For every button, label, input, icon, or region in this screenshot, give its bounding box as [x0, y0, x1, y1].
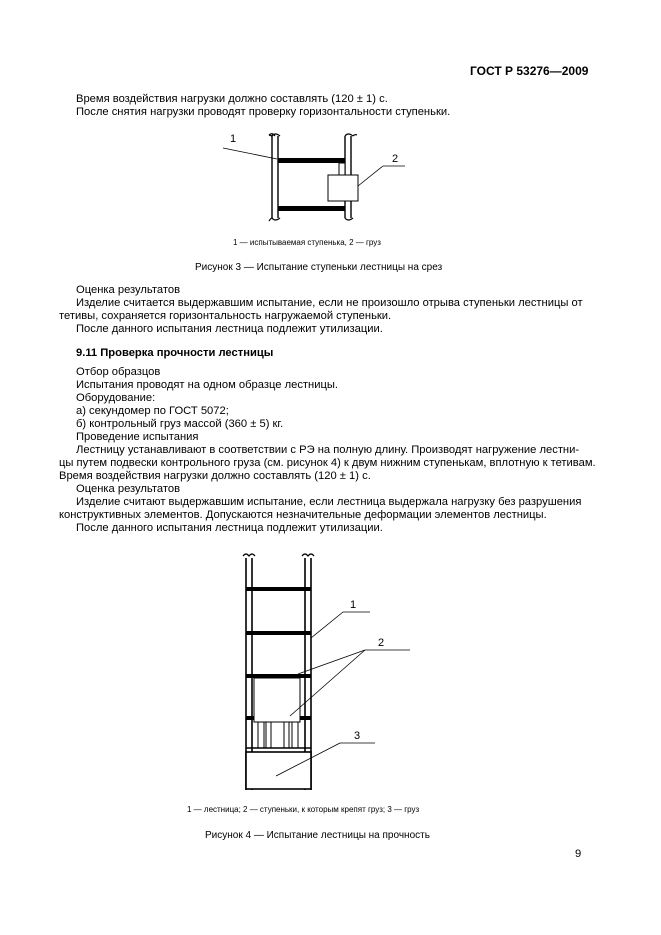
- callout-3: 3: [354, 730, 360, 742]
- page-number: 9: [575, 848, 582, 860]
- text-line: б) контрольный груз массой (360 ± 5) кг.: [76, 418, 284, 430]
- text-line: тетивы, сохраняется горизонтальность наг…: [59, 310, 392, 322]
- text-line: цы путем подвески контрольного груза (см…: [59, 457, 596, 469]
- text-line: Время воздействия нагрузки должно состав…: [76, 93, 388, 105]
- text-line: конструктивных элементов. Допускаются не…: [59, 509, 547, 521]
- text-line: После снятия нагрузки проводят проверку …: [76, 106, 451, 118]
- callout-1: 1: [350, 599, 356, 611]
- callout-2: 2: [378, 637, 384, 649]
- text-line: После данного испытания лестница подлежи…: [76, 323, 383, 335]
- section-heading: 9.11 Проверка прочности лестницы: [76, 347, 274, 359]
- text-line: Оценка результатов: [76, 483, 181, 495]
- callout-1: 1: [230, 133, 236, 145]
- text-line: Проведение испытания: [76, 431, 199, 443]
- text-line: Испытания проводят на одном образце лест…: [76, 379, 339, 391]
- text-line: Изделие считают выдержавшим испытание, е…: [76, 496, 582, 508]
- callout-2: 2: [392, 153, 398, 165]
- text-line: Изделие считается выдержавшим испытание,…: [76, 297, 583, 309]
- figure-caption: Рисунок 4 — Испытание лестницы на прочно…: [205, 830, 430, 841]
- text-line: Отбор образцов: [76, 366, 161, 378]
- figure-caption: Рисунок 3 — Испытание ступеньки лестницы…: [195, 262, 443, 273]
- text-line: После данного испытания лестница подлежи…: [76, 522, 383, 534]
- document-id: ГОСТ Р 53276—2009: [470, 64, 589, 78]
- figure-legend: 1 — испытываемая ступенька, 2 — груз: [233, 238, 381, 247]
- text-line: Лестницу устанавливают в соответствии с …: [76, 444, 580, 456]
- text-line: Оценка результатов: [76, 284, 181, 296]
- text-line: а) секундомер по ГОСТ 5072;: [76, 405, 229, 417]
- figure-4-drawing: 1 2 3: [242, 553, 410, 790]
- figure-3-drawing: 1 2: [222, 133, 405, 222]
- figure-legend: 1 — лестница; 2 — ступеньки, к которым к…: [187, 805, 420, 814]
- text-line: Оборудование:: [76, 392, 156, 404]
- text-line: Время воздействия нагрузки должно состав…: [59, 470, 371, 482]
